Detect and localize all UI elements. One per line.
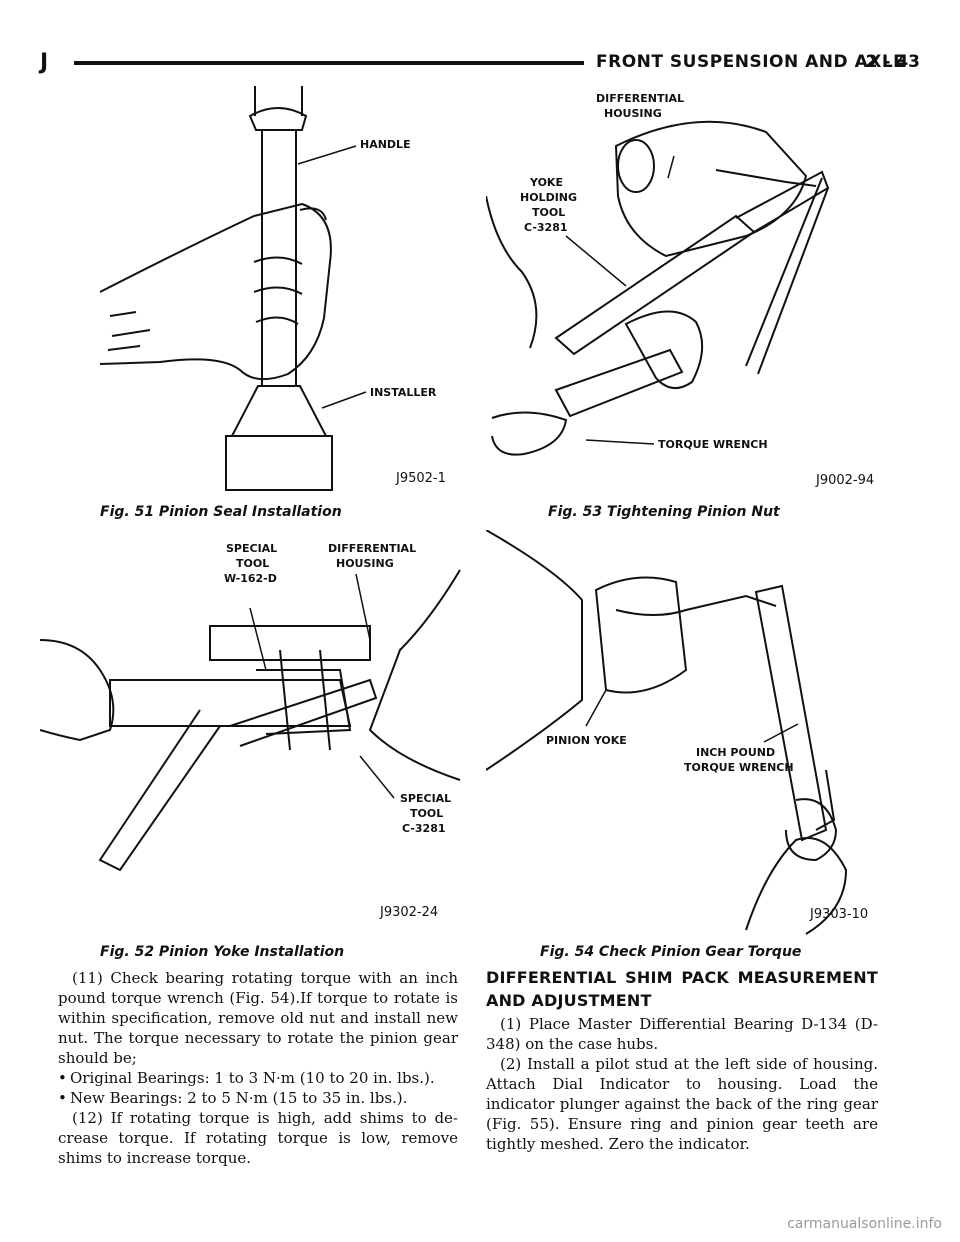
- step-1-paragraph: (1) Place Master Differential Bearing D-…: [486, 1015, 878, 1053]
- label-handle: HANDLE: [360, 138, 411, 151]
- figure-id: J9502-1: [395, 471, 446, 486]
- figure-54-caption: Fig. 54 Check Pinion Gear Torque: [540, 944, 802, 960]
- label-holding: HOLDING: [520, 191, 577, 204]
- header-rule: [74, 61, 584, 65]
- figure-53: DIFFERENTIAL HOUSING YOKE HOLDING TOOL C…: [486, 86, 906, 502]
- label-differential: DIFFERENTIAL: [596, 92, 684, 105]
- label-torque-wrench: TORQUE WRENCH: [684, 761, 794, 774]
- figure-id: J9302-24: [379, 905, 438, 920]
- label-yoke: YOKE: [529, 176, 563, 189]
- label-c3281: C-3281: [402, 822, 446, 835]
- step-11-paragraph: (11) Check bearing rotating torque with …: [58, 969, 458, 1067]
- label-torque-wrench: TORQUE WRENCH: [658, 438, 768, 451]
- figure-51: HANDLE INSTALLER J9502-1: [40, 86, 480, 502]
- left-text-column: (11) Check bearing rotating torque with …: [58, 968, 458, 1168]
- right-text-column: DIFFERENTIAL SHIM PACK MEASUREMENT AND A…: [486, 966, 878, 1154]
- label-c3281: C-3281: [524, 221, 568, 234]
- page-header: J FRONT SUSPENSION AND AXLE 2 - 43: [40, 50, 920, 75]
- label-pinion-yoke: PINION YOKE: [546, 734, 627, 747]
- figure-52-caption: Fig. 52 Pinion Yoke Installation: [100, 944, 345, 960]
- chapter-title: FRONT SUSPENSION AND AXLE: [596, 52, 906, 72]
- label-special: SPECIAL: [226, 542, 277, 555]
- pinion-seal-installation-illustration: HANDLE INSTALLER J9502-1: [99, 86, 446, 491]
- bullet-new-bearings: •New Bearings: 2 to 5 N·m (15 to 35 in. …: [58, 1089, 408, 1107]
- label-installer: INSTALLER: [370, 386, 437, 399]
- figure-51-caption: Fig. 51 Pinion Seal Installation: [100, 504, 342, 520]
- bullet-original-bearings: •Original Bearings: 1 to 3 N·m (10 to 20…: [58, 1069, 435, 1087]
- pinion-yoke-installation-illustration: SPECIAL TOOL W-162-D DIFFERENTIAL HOUSIN…: [40, 542, 461, 920]
- step-12-paragraph: (12) If rotating torque is high, add shi…: [58, 1109, 458, 1167]
- figure-id: J9002-94: [815, 473, 874, 488]
- check-pinion-gear-torque-illustration: PINION YOKE INCH POUND TORQUE WRENCH J93…: [486, 530, 868, 935]
- label-w162d: W-162-D: [224, 572, 277, 585]
- label-tool: TOOL: [236, 557, 269, 570]
- label-housing: HOUSING: [336, 557, 394, 570]
- label-tool: TOOL: [532, 206, 565, 219]
- page-number: 2 - 43: [865, 52, 920, 72]
- section-letter: J: [40, 50, 49, 75]
- label-tool: TOOL: [410, 807, 443, 820]
- figure-52: SPECIAL TOOL W-162-D DIFFERENTIAL HOUSIN…: [40, 530, 480, 938]
- label-housing: HOUSING: [604, 107, 662, 120]
- step-2-paragraph: (2) Install a pilot stud at the left sid…: [486, 1055, 878, 1153]
- figure-53-caption: Fig. 53 Tightening Pinion Nut: [548, 504, 780, 520]
- label-inch-pound: INCH POUND: [696, 746, 775, 759]
- watermark: carmanualsonline.info: [787, 1216, 942, 1232]
- label-differential: DIFFERENTIAL: [328, 542, 416, 555]
- figure-54: PINION YOKE INCH POUND TORQUE WRENCH J93…: [486, 530, 906, 936]
- tightening-pinion-nut-illustration: DIFFERENTIAL HOUSING YOKE HOLDING TOOL C…: [486, 92, 874, 488]
- section-heading: DIFFERENTIAL SHIM PACK MEASUREMENT AND A…: [486, 968, 878, 1010]
- label-special: SPECIAL: [400, 792, 451, 805]
- figure-id: J9303-10: [809, 907, 868, 922]
